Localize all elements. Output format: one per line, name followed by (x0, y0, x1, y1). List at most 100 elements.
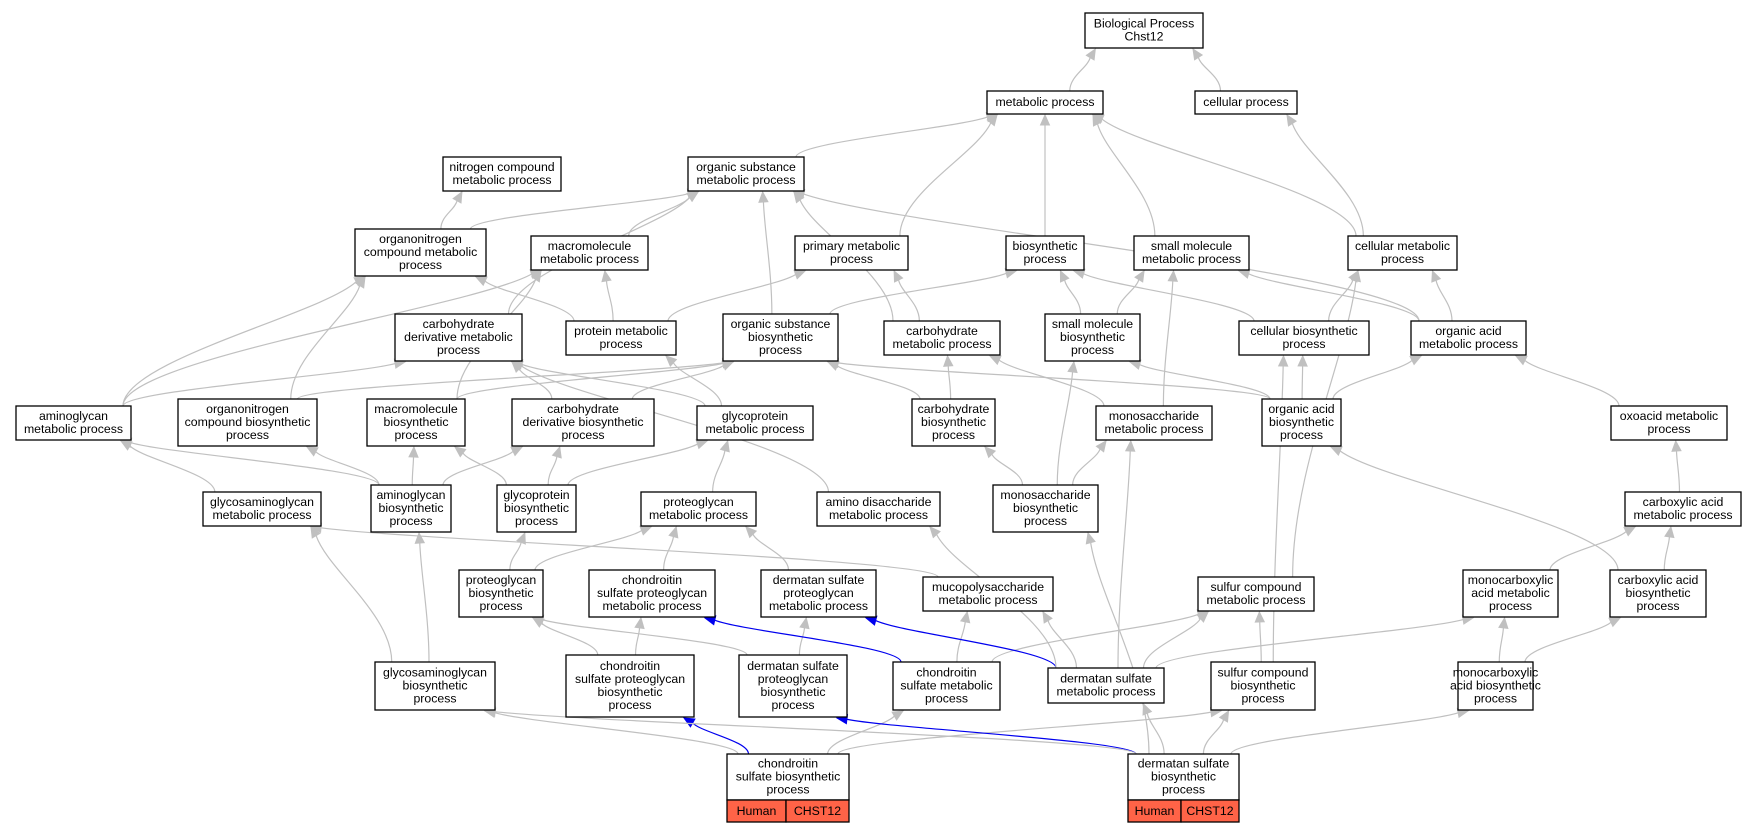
arrowhead (988, 355, 1002, 366)
is-a-edge (899, 114, 998, 237)
go-term-node[interactable]: dermatan sulfatebiosyntheticprocessHuman… (1127, 753, 1240, 823)
node-box (374, 661, 496, 711)
node-box (366, 398, 466, 447)
node-label-line: metabolic process (212, 508, 311, 522)
node-label-line: glycoprotein (503, 488, 569, 502)
node-label-line: monosaccharide (1000, 488, 1090, 502)
go-term-node[interactable]: dermatan sulfateproteoglycanbiosynthetic… (738, 654, 848, 718)
node-label-line: biosynthetic (1013, 239, 1078, 253)
node-box (911, 398, 996, 447)
edge-line (1675, 450, 1681, 493)
arrowhead (959, 610, 971, 624)
is-a-edge (758, 190, 773, 315)
is-a-edge (1042, 610, 1078, 669)
node-label-line: aminoglycan (39, 409, 108, 423)
node-label-line: process (766, 783, 809, 797)
edge-line (520, 365, 830, 493)
edge-line (567, 443, 698, 486)
is-a-edge (893, 269, 920, 322)
node-label-line: glycosaminoglycan (383, 666, 487, 680)
edge-line (541, 622, 599, 656)
edge-line (829, 272, 1007, 315)
arrowhead (799, 616, 810, 630)
is-a-edge (414, 531, 430, 663)
is-a-edge (1142, 702, 1165, 755)
is-a-edge (665, 355, 723, 407)
go-term-node[interactable]: cellular process (1194, 90, 1298, 115)
node-label-line: monocarboxylic (1453, 666, 1538, 680)
edge-line (1083, 273, 1255, 322)
is-a-edge (1072, 268, 1255, 322)
is-a-edge (1286, 113, 1364, 237)
go-term-node[interactable]: metabolic process (986, 90, 1104, 115)
arrowhead (984, 446, 997, 459)
arrowhead (1498, 616, 1509, 630)
node-label-line: sulfate proteoglycan (597, 586, 707, 600)
edge-line (1117, 450, 1131, 669)
edge-line (122, 281, 357, 407)
node-box (696, 405, 814, 441)
node-box (1457, 661, 1534, 711)
node-label-line: mucopolysaccharide (932, 580, 1044, 594)
node-label-line: dermatan sulfate (1138, 757, 1230, 771)
edge-line (692, 722, 750, 755)
node-label-line: process (771, 698, 814, 712)
arrowhead (1664, 525, 1675, 539)
is-a-edge (1091, 114, 1357, 237)
edge-line (795, 116, 988, 158)
node-box (1194, 90, 1298, 115)
node-label-line: aminoglycan (376, 488, 445, 502)
arrowhead (1514, 355, 1528, 366)
node-label-line: metabolic process (705, 422, 804, 436)
edge-line (494, 712, 739, 755)
edge-line (1248, 273, 1420, 322)
edge-line (534, 530, 642, 571)
